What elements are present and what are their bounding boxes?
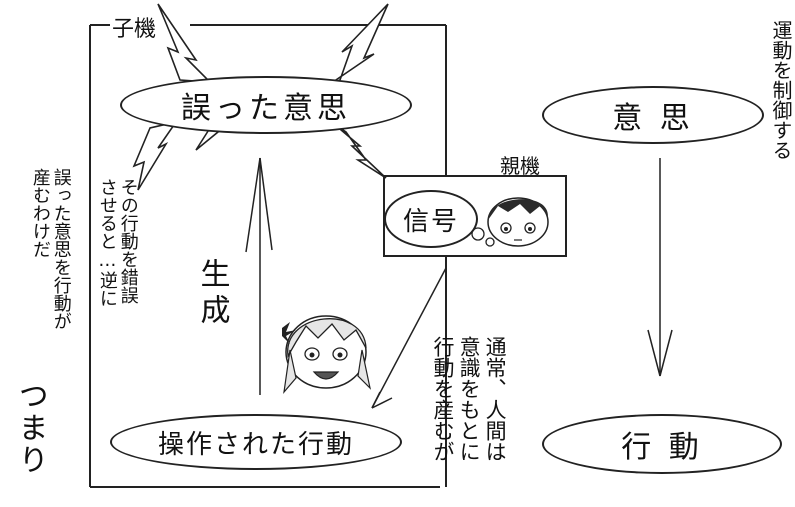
intention-action-arrow xyxy=(647,158,673,377)
normal-caption-line-3: 行動を産むが xyxy=(431,336,456,462)
action-node: 行 動 xyxy=(542,414,782,474)
produce-caption-line-2: 産むわけだ xyxy=(29,168,51,258)
mislead-caption-line-1: その行動を錯誤 xyxy=(117,178,139,304)
control-caption: 運動を制御する xyxy=(769,20,793,160)
produce-caption-line-1: 誤った意思を行動が xyxy=(50,168,72,330)
child-unit-label: 子機 xyxy=(112,11,157,43)
generate-label: 生成 xyxy=(194,258,230,330)
thought-dots xyxy=(471,227,495,247)
normal-caption: 通常、人間は 意識をもとに 行動を産むが xyxy=(431,336,508,506)
normal-caption-line-2: 意識をもとに xyxy=(457,336,482,462)
mislead-caption: その行動を錯誤 させると…逆に xyxy=(96,178,139,368)
manipulated-action-node: 操作された行動 xyxy=(110,414,402,470)
signal-arrow xyxy=(371,267,447,409)
boy-head-icon xyxy=(487,197,549,247)
false-intention-node: 誤った意思 xyxy=(120,76,412,134)
tsumari-label: つまり xyxy=(12,380,48,476)
generate-arrow xyxy=(245,157,273,395)
signal-node: 信号 xyxy=(384,190,478,248)
produce-caption: 誤った意思を行動が 産むわけだ xyxy=(29,168,72,378)
girl-head-icon xyxy=(283,315,372,394)
normal-caption-line-1: 通常、人間は xyxy=(483,336,508,462)
spark-icon xyxy=(282,322,296,344)
intention-node: 意 思 xyxy=(542,86,764,144)
parent-unit-label: 親機 xyxy=(500,154,540,178)
mislead-caption-line-2: させると…逆に xyxy=(96,178,118,307)
